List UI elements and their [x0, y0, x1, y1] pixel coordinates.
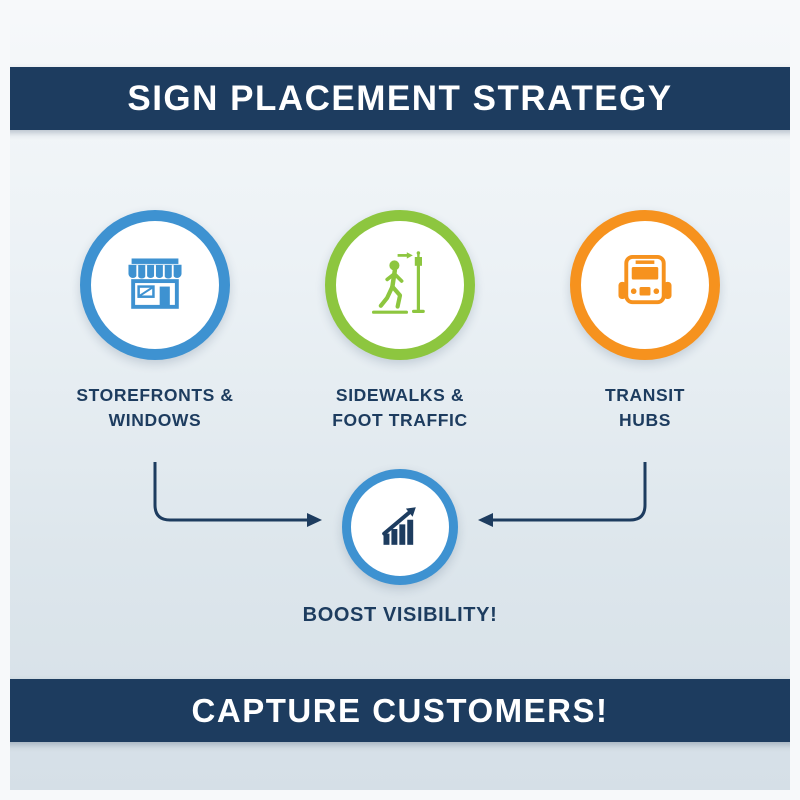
item-label-storefronts: STOREFRONTS & WINDOWS — [40, 383, 270, 432]
right-arrow-line — [493, 462, 647, 522]
footer-banner: CAPTURE CUSTOMERS! — [10, 679, 790, 742]
center-circle-boost — [342, 469, 458, 585]
footer-text: CAPTURE CUSTOMERS! — [191, 691, 609, 729]
item-label-line1: TRANSIT — [604, 385, 686, 405]
center-label: BOOST VISIBILITY! — [302, 604, 498, 626]
left-arrowhead-icon — [307, 513, 322, 527]
left-arrow-line — [153, 462, 307, 522]
growth-chart-icon — [367, 494, 433, 560]
item-label-line1: STOREFRONTS & — [76, 385, 234, 405]
storefront-icon — [116, 246, 194, 324]
item-label-line1: SIDEWALKS & — [335, 385, 465, 405]
page-title: SIGN PLACEMENT STRATEGY — [127, 78, 673, 118]
item-label-line2: WINDOWS — [108, 409, 202, 430]
bus-icon — [606, 246, 684, 324]
pedestrian-walk-icon — [360, 245, 440, 325]
right-arrowhead-icon — [478, 513, 493, 527]
item-label-line2: FOOT TRAFFIC — [332, 409, 468, 430]
item-label-sidewalks: SIDEWALKS & FOOT TRAFFIC — [285, 383, 515, 432]
item-circle-storefronts — [80, 210, 230, 360]
item-circle-sidewalks — [325, 210, 475, 360]
item-circle-transit — [570, 210, 720, 360]
item-label-line2: HUBS — [619, 409, 671, 430]
item-label-transit: TRANSIT HUBS — [530, 383, 760, 432]
title-banner: SIGN PLACEMENT STRATEGY — [10, 67, 790, 130]
